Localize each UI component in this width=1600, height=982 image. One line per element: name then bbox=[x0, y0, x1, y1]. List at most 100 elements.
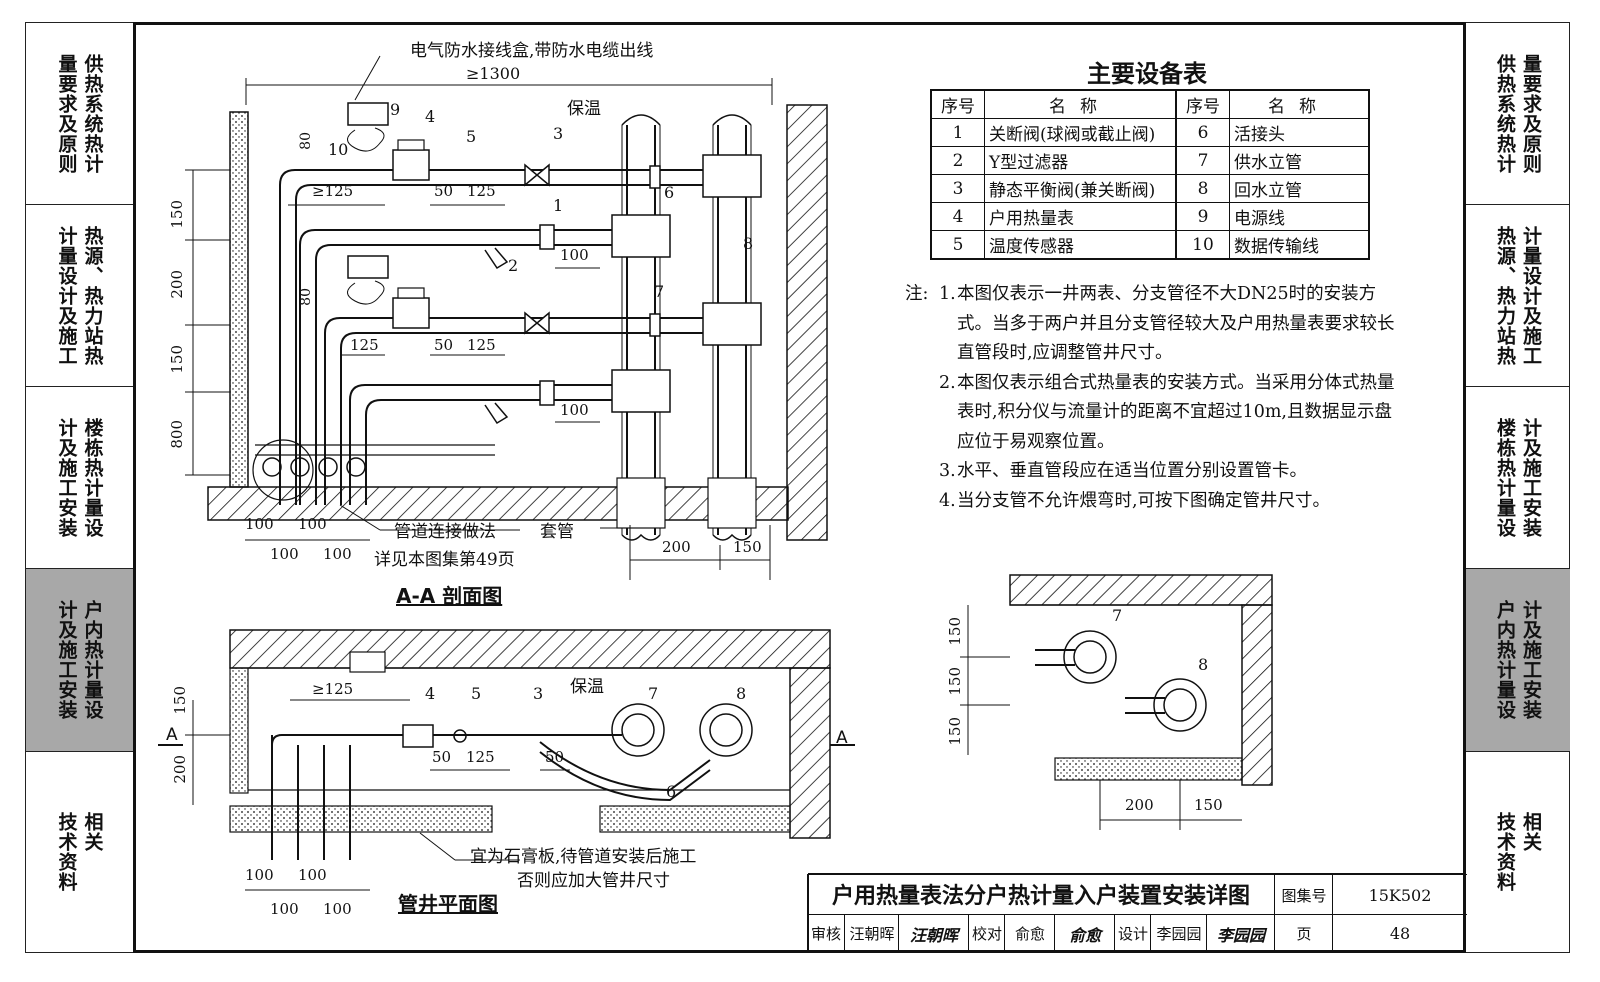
tab-left-indoor-metering[interactable]: 户内热计量设 计及施工安装 bbox=[26, 569, 133, 752]
dim-100-c: 100 bbox=[245, 515, 274, 533]
plan-marker-4: 4 bbox=[425, 684, 436, 703]
tab-right-heat-source-station[interactable]: 计量设计及施工 热源、热力站热 bbox=[1466, 205, 1570, 387]
tab-label: 供热系统热计 量要求及原则 bbox=[55, 53, 104, 174]
plan-junction-box bbox=[349, 651, 386, 673]
tab-label: 计量设计及施工 热源、热力站热 bbox=[1494, 225, 1542, 366]
cell: 8 bbox=[1175, 174, 1230, 203]
plan-marker-8: 8 bbox=[736, 684, 747, 703]
tab-right-building-metering[interactable]: 计及施工安装 楼栋热计量设 bbox=[1466, 387, 1570, 569]
cell: 静态平衡阀(兼关断阀) bbox=[984, 174, 1177, 203]
note-text: 本图仅表示组合式热量表的安装方式。当采用分体式热量表时,积分仪与流量计的距离不宜… bbox=[957, 372, 1395, 452]
tab-left-building-metering[interactable]: 楼栋热计量设 计及施工安装 bbox=[26, 387, 133, 569]
marker-7: 7 bbox=[654, 282, 665, 301]
pipe-end bbox=[262, 457, 282, 477]
marker-10: 10 bbox=[328, 140, 349, 159]
heat-meter-lower bbox=[392, 297, 430, 329]
plan-dim-50-a: 50 bbox=[432, 748, 452, 766]
pipe-row-4 bbox=[349, 384, 627, 505]
small-dim-200: 200 bbox=[1125, 796, 1154, 814]
marker-8: 8 bbox=[743, 234, 754, 253]
sleeve-7 bbox=[616, 477, 666, 529]
y-filter-lower bbox=[484, 402, 509, 425]
tab-right-related-info[interactable]: 相关 技术资料 bbox=[1466, 752, 1570, 951]
plan-marker-5: 5 bbox=[471, 684, 482, 703]
plan-view bbox=[158, 629, 855, 891]
tab-label: 户内热计量设 计及施工安装 bbox=[55, 600, 104, 720]
small-wall-right bbox=[1241, 604, 1273, 786]
tab-label: 计及施工安装 户内热计量设 bbox=[1494, 600, 1542, 720]
floor-slab bbox=[207, 486, 789, 521]
plan-section-mark-left: A bbox=[166, 725, 178, 745]
designer-signature: 李园园 bbox=[1206, 914, 1275, 952]
note-text: 当分支管不允许煨弯时,可按下图确定管井尺寸。 bbox=[957, 490, 1331, 511]
masonry-wall-right bbox=[786, 104, 828, 541]
small-plan bbox=[960, 574, 1273, 830]
union-upper bbox=[649, 165, 661, 189]
plan-dim-100-a: 100 bbox=[245, 866, 274, 884]
callout-junction-box: 电气防水接线盒,带防水电缆出线 bbox=[410, 41, 654, 61]
marker-9: 9 bbox=[390, 100, 401, 119]
cell: 回水立管 bbox=[1229, 174, 1370, 203]
plan-heat-meter bbox=[402, 724, 434, 748]
plan-title: 管井平面图 bbox=[398, 892, 498, 916]
pipe-end bbox=[290, 457, 310, 477]
label-see-page: 详见本图集第49页 bbox=[374, 550, 515, 570]
cell: 9 bbox=[1175, 202, 1230, 231]
tab-label: 相关 技术资料 bbox=[55, 811, 104, 892]
dim-100-d: 100 bbox=[298, 515, 327, 533]
drawing-title: 户用热量表法分户热计量入户装置安装详图 bbox=[831, 884, 1250, 909]
table-row: 3 静态平衡阀(兼关断阀) 8 回水立管 bbox=[930, 174, 1370, 203]
cell: 数据传输线 bbox=[1229, 230, 1370, 260]
table-row: 5 温度传感器 10 数据传输线 bbox=[930, 230, 1370, 260]
plan-dim-150: 150 bbox=[171, 686, 189, 715]
balance-valve-upper bbox=[524, 163, 550, 187]
tab-right-heat-metering-principles[interactable]: 量要求及原则 供热系统热计 bbox=[1466, 23, 1570, 205]
right-tab-column: 量要求及原则 供热系统热计 计量设计及施工 热源、热力站热 计及施工安装 楼栋热… bbox=[1466, 23, 1570, 952]
ball-valve-upper bbox=[539, 224, 555, 250]
tab-left-heat-metering-principles[interactable]: 供热系统热计 量要求及原则 bbox=[26, 23, 133, 205]
plan-riser-8 bbox=[699, 703, 753, 757]
plan-gypsum-left bbox=[229, 667, 249, 794]
pipe-row-3 bbox=[324, 317, 718, 505]
plan-gypsum-bottom-left bbox=[229, 805, 493, 833]
balance-valve-lower bbox=[524, 311, 550, 335]
note-text: 水平、垂直管段应在适当位置分别设置管卡。 bbox=[957, 461, 1307, 481]
label-connection: 管道连接做法 bbox=[394, 522, 496, 542]
dim-800: 800 bbox=[168, 420, 186, 449]
cell: 1 bbox=[930, 118, 985, 147]
tab-left-heat-source-station[interactable]: 热源、热力站热 计量设计及施工 bbox=[26, 205, 133, 387]
small-dim-150-a: 150 bbox=[946, 617, 964, 646]
sleeve-8 bbox=[707, 477, 757, 529]
header-name: 名称 bbox=[984, 89, 1177, 119]
dim-125-c: 125 bbox=[467, 336, 496, 354]
atlas-number: 15K502 bbox=[1332, 874, 1467, 915]
small-dim-150-d: 150 bbox=[1194, 796, 1223, 814]
left-tab-column: 供热系统热计 量要求及原则 热源、热力站热 计量设计及施工 楼栋热计量设 计及施… bbox=[26, 23, 133, 952]
dim-100-e: 100 bbox=[270, 545, 299, 563]
tab-right-indoor-metering[interactable]: 计及施工安装 户内热计量设 bbox=[1466, 569, 1570, 752]
plan-note-line1: 宜为石膏板,待管道安装后施工 bbox=[470, 847, 697, 867]
cell: 5 bbox=[930, 230, 985, 260]
marker-5: 5 bbox=[466, 127, 477, 146]
dim-50-b: 50 bbox=[434, 336, 454, 354]
note-item: 3. 水平、垂直管段应在适当位置分别设置管卡。 bbox=[905, 457, 1405, 487]
page-label: 页 bbox=[1274, 914, 1333, 952]
dim-50-a: 50 bbox=[434, 182, 454, 200]
dim-80-b: 80 bbox=[298, 288, 314, 306]
plan-label-insulation: 保温 bbox=[570, 677, 604, 697]
tab-left-related-info[interactable]: 相关 技术资料 bbox=[26, 752, 133, 951]
note-number: 3. bbox=[939, 461, 956, 481]
y-filter-upper bbox=[484, 247, 509, 270]
label-insulation: 保温 bbox=[567, 99, 601, 119]
ball-valve-lower bbox=[539, 380, 555, 406]
note-number: 1. bbox=[939, 284, 956, 304]
dim-150-c: 150 bbox=[733, 538, 762, 556]
marker-2: 2 bbox=[508, 256, 519, 275]
marker-1: 1 bbox=[553, 196, 564, 215]
plan-dim-125: 125 bbox=[466, 748, 495, 766]
equipment-table-title: 主要设备表 bbox=[1087, 60, 1207, 88]
atlas-label: 图集号 bbox=[1274, 874, 1333, 915]
title-block: 户用热量表法分户热计量入户装置安装详图 图集号 15K502 审核 汪朝晖 汪朝… bbox=[808, 874, 1467, 952]
reviewer-signature: 汪朝晖 bbox=[898, 914, 969, 952]
dim-200-b: 200 bbox=[662, 538, 691, 556]
